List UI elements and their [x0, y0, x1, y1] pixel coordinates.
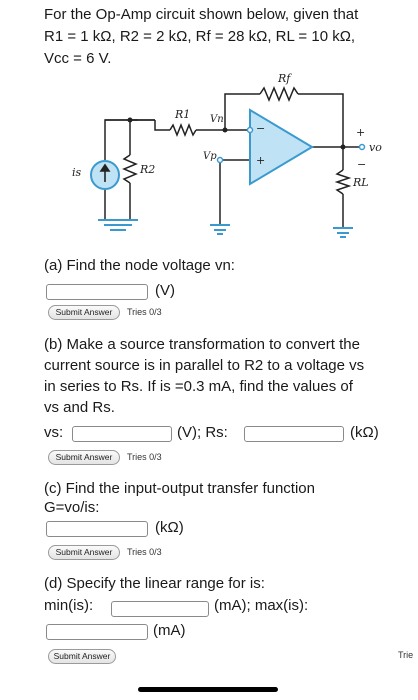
part-d-min-input[interactable]: [111, 601, 209, 617]
rl-label: RL: [352, 176, 369, 189]
op-amp-plus-label: +: [256, 154, 265, 167]
rl-resistor: [334, 169, 352, 195]
part-d-min-label: min(is):: [44, 597, 94, 614]
part-d-max-input[interactable]: [46, 624, 148, 640]
part-b-q-line4: vs and Rs.: [44, 399, 115, 416]
vo-label: vo: [369, 141, 382, 154]
part-d-tries-truncated: Trie: [398, 650, 414, 660]
r2-resistor: [122, 154, 138, 184]
part-c-q-line2: G=vo/is:: [44, 499, 100, 516]
part-c-tries: Tries 0/3: [127, 547, 162, 557]
is-label: is: [72, 166, 82, 179]
problem-intro-line3: Vcc = 6 V.: [44, 50, 112, 67]
part-d-min-unit: (mA); max(is):: [214, 597, 309, 614]
part-a-input[interactable]: [46, 284, 148, 300]
part-a-submit-button[interactable]: Submit Answer: [48, 305, 120, 320]
op-amp-minus-label: −: [256, 122, 265, 135]
home-indicator[interactable]: [138, 687, 278, 692]
part-b-vs-input[interactable]: [72, 426, 172, 442]
part-c-submit-button[interactable]: Submit Answer: [48, 545, 120, 560]
wire-feedback-right: [298, 93, 344, 148]
part-a-tries: Tries 0/3: [127, 307, 162, 317]
part-b-tries: Tries 0/3: [127, 452, 162, 462]
problem-intro-line1: For the Op-Amp circuit shown below, give…: [44, 6, 359, 23]
part-a-question: (a) Find the node voltage vn:: [44, 257, 235, 274]
part-d-q-line1: (d) Specify the linear range for is:: [44, 575, 265, 592]
rf-resistor: [259, 86, 299, 102]
part-c-input[interactable]: [46, 521, 148, 537]
rf-label: Rf: [277, 72, 292, 85]
part-c-unit: (kΩ): [155, 519, 184, 536]
vo-minus-label: −: [357, 158, 366, 171]
wire-feedback-left: [224, 93, 260, 130]
part-b-q-line2: current source is in parallel to R2 to a…: [44, 357, 365, 374]
vo-plus-label: +: [356, 126, 365, 139]
vn-label: Vn: [210, 114, 224, 125]
circuit-diagram: − + Rf R1 Vn Vp R2 RL is vo + −: [72, 72, 382, 238]
problem-intro-line2: R1 = 1 kΩ, R2 = 2 kΩ, Rf = 28 kΩ, RL = 1…: [44, 28, 356, 45]
part-c-q-line1: (c) Find the input-output transfer funct…: [44, 480, 315, 497]
vp-label: Vp: [203, 151, 217, 162]
r1-label: R1: [174, 108, 190, 121]
part-b-vs-unit: (V); Rs:: [177, 424, 228, 441]
part-b-vs-label: vs:: [44, 424, 64, 441]
part-b-rs-input[interactable]: [244, 426, 344, 442]
part-b-q-line3: in series to Rs. If is =0.3 mA, find the…: [44, 378, 353, 395]
r2-label: R2: [139, 163, 155, 176]
op-amp: [249, 108, 314, 186]
part-d-max-unit: (mA): [153, 622, 186, 639]
r1-resistor: [169, 122, 197, 138]
part-a-unit: (V): [155, 282, 175, 299]
part-b-q-line1: (b) Make a source transformation to conv…: [44, 336, 360, 353]
part-b-submit-button[interactable]: Submit Answer: [48, 450, 120, 465]
part-d-submit-button[interactable]: Submit Answer: [48, 649, 116, 664]
part-b-rs-unit: (kΩ): [350, 424, 379, 441]
